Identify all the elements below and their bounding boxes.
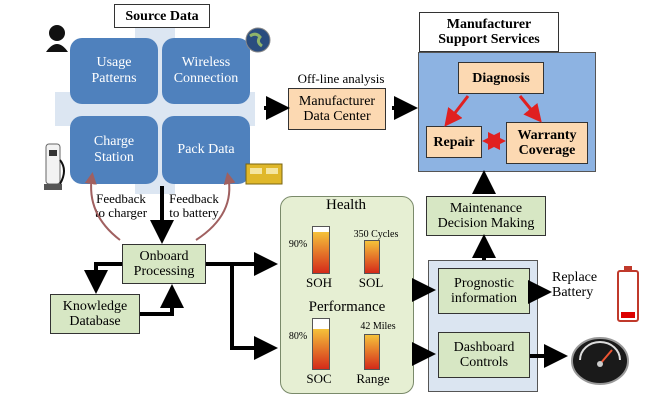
knowledge-database-box: Knowledge Database — [50, 294, 140, 334]
manufacturer-data-center: Manufacturer Data Center — [288, 88, 386, 130]
soc-gauge-fill — [313, 329, 329, 369]
low-battery-icon — [616, 264, 640, 324]
soh-percent-label: 90% — [288, 239, 308, 250]
offline-analysis-label: Off-line analysis — [297, 71, 385, 86]
range-gauge — [364, 334, 380, 370]
cycles-label: 350 Cycles — [353, 229, 399, 240]
sol-gauge — [364, 240, 380, 274]
manufacturer-support-title: Manufacturer Support Services — [419, 12, 559, 52]
performance-title: Performance — [308, 299, 386, 315]
usage-patterns-tile: Usage Patterns — [70, 38, 158, 104]
charging-station-icon — [40, 140, 68, 192]
feedback-to-battery-label: Feedback to battery — [169, 191, 219, 220]
soh-label: SOH — [305, 275, 332, 290]
wireless-connection-tile: Wireless Connection — [162, 38, 250, 104]
soc-gauge — [312, 318, 330, 370]
charge-station-tile: Charge Station — [70, 116, 158, 184]
soc-percent-label: 80% — [288, 331, 308, 342]
dashboard-controls-box: Dashboard Controls — [438, 332, 530, 378]
warranty-coverage-box: Warranty Coverage — [506, 122, 588, 164]
range-label: Range — [356, 371, 390, 386]
pack-data-tile: Pack Data — [162, 116, 250, 184]
battery-pack-icon — [244, 160, 284, 186]
user-silhouette-icon — [44, 24, 70, 52]
onboard-processing-box: Onboard Processing — [122, 244, 206, 284]
miles-label: 42 Miles — [360, 321, 396, 332]
feedback-to-charger-label: Feedback to charger — [94, 191, 148, 220]
soh-gauge — [312, 226, 330, 274]
diagnosis-box: Diagnosis — [458, 62, 544, 94]
health-performance-panel — [280, 196, 414, 394]
speedometer-icon — [570, 336, 630, 386]
sol-label: SOL — [358, 275, 384, 290]
globe-icon — [244, 26, 272, 54]
soc-label: SOC — [306, 371, 332, 386]
repair-box: Repair — [426, 126, 482, 158]
replace-battery-label: Replace Battery — [552, 270, 598, 300]
health-title: Health — [326, 197, 366, 213]
source-data-title: Source Data — [114, 4, 210, 28]
soh-gauge-fill — [313, 231, 329, 273]
maintenance-decision-box: Maintenance Decision Making — [426, 196, 546, 236]
prognostic-information-box: Prognostic information — [438, 268, 530, 314]
